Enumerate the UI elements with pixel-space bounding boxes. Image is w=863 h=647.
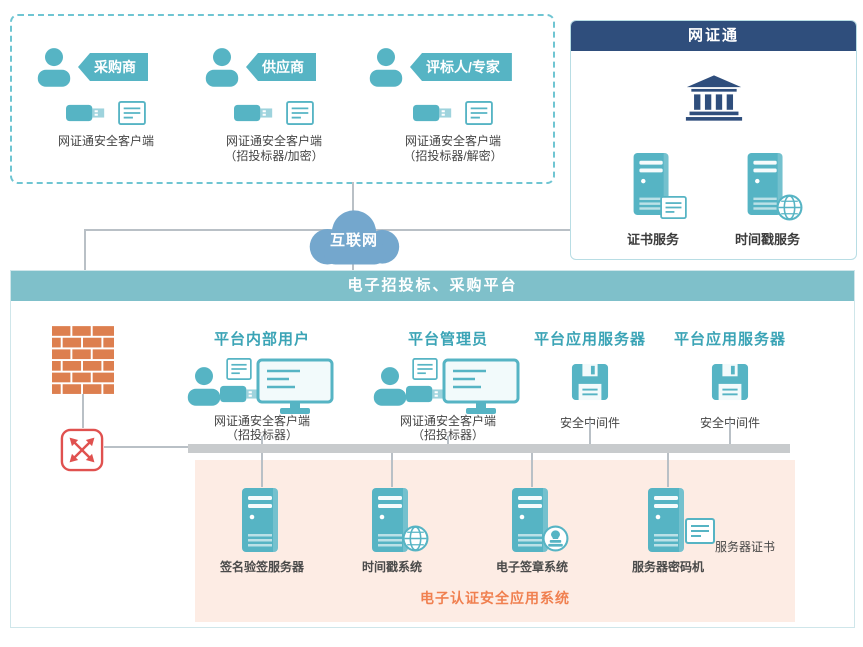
clients-zone: 采购商 网证通安全客户端 供应商 网证通安全客户端 （招投标器/加 — [10, 14, 555, 184]
person-icon — [186, 366, 222, 406]
router-icon — [60, 428, 104, 472]
person-icon — [372, 366, 408, 406]
platform-admin-client-line1: 网证通安全客户端 — [399, 414, 496, 428]
platform-admin-header: 平台管理员 — [407, 331, 488, 348]
usb-key-icon — [406, 384, 446, 404]
backend-zone: 签名验签服务器 时间戳系统 电子签章系统 服务器密码机 服务器证书 电子认证安全… — [195, 460, 795, 622]
connector-bus-to-s3 — [531, 453, 533, 487]
netca-title: 网证通 — [571, 21, 856, 51]
timestamp-system: 时间戳系统 — [327, 486, 457, 575]
middleware-disk-icon — [571, 363, 609, 401]
firewall-icon — [52, 326, 114, 396]
person-icon — [368, 47, 404, 87]
actor-supplier: 供应商 网证通安全客户端 （招投标器/加密） — [204, 46, 344, 164]
actor-evaluator-label: 评标人/专家 — [410, 53, 512, 81]
cipher-machine-label: 服务器密码机 — [631, 560, 704, 574]
globe-icon — [402, 525, 429, 552]
signature-server-label: 签名验签服务器 — [219, 560, 304, 574]
actor-evaluator: 评标人/专家 网证通安全客户端 （招投标器/解密） — [368, 46, 538, 164]
internet-label: 互联网 — [329, 232, 378, 249]
actor-supplier-client-line1: 网证通安全客户端 — [225, 134, 322, 148]
connector-col2-to-bus — [447, 436, 449, 444]
certificate-card-icon — [118, 101, 146, 125]
connector-bus-to-s2 — [391, 453, 393, 487]
eseal-system: 电子签章系统 — [467, 486, 597, 575]
app-server-1-header: 平台应用服务器 — [533, 331, 646, 348]
cloud-icon — [309, 210, 400, 265]
usb-key-icon — [220, 384, 260, 404]
connector-router-to-bus — [104, 446, 188, 448]
actor-evaluator-client-line1: 网证通安全客户端 — [404, 134, 501, 148]
stamp-icon — [542, 525, 569, 552]
internet-cloud: 互联网 — [298, 206, 410, 268]
connector-firewall-to-router — [82, 394, 84, 428]
connector-bus-to-s1 — [261, 453, 263, 487]
certificate-card-icon — [685, 518, 715, 544]
person-icon — [36, 47, 72, 87]
usb-key-icon — [66, 103, 106, 123]
network-bus-bar — [188, 444, 790, 453]
certificate-card-icon — [412, 358, 438, 380]
internal-users-column: 平台内部用户 网证通安全客户端 （招投标器） — [182, 328, 342, 446]
connector-internet-to-firewall — [84, 229, 86, 270]
app-server-2-header: 平台应用服务器 — [673, 331, 786, 348]
certificate-card-icon — [226, 358, 252, 380]
timestamp-system-label: 时间戳系统 — [361, 560, 422, 574]
actor-purchaser-label: 采购商 — [78, 53, 148, 81]
bank-icon — [685, 75, 743, 121]
internal-users-client-line1: 网证通安全客户端 — [213, 414, 310, 428]
middleware-disk-icon — [711, 363, 749, 401]
platform-title: 电子招投标、采购平台 — [11, 271, 854, 301]
cert-service: 证书服务 — [627, 151, 679, 248]
platform-admin-column: 平台管理员 网证通安全客户端 （招投标器） — [368, 328, 528, 446]
connector-col4-to-bus — [729, 420, 731, 444]
usb-key-icon — [413, 103, 453, 123]
eseal-system-label: 电子签章系统 — [495, 560, 568, 574]
cipher-machine: 服务器密码机 服务器证书 — [603, 486, 775, 575]
connector-col1-to-bus — [261, 436, 263, 444]
signature-server: 签名验签服务器 — [197, 486, 327, 575]
internal-users-client-line2: （招投标器） — [225, 428, 298, 442]
certificate-card-icon — [660, 196, 687, 219]
actor-purchaser: 采购商 网证通安全客户端 — [36, 46, 176, 149]
workstation-icon — [256, 358, 334, 416]
timestamp-service: 时间戳服务 — [735, 151, 800, 248]
timestamp-service-label: 时间戳服务 — [734, 232, 800, 247]
connector-col3-to-bus — [589, 420, 591, 444]
app-server-column-1: 平台应用服务器 安全中间件 — [520, 328, 660, 431]
usb-key-icon — [234, 103, 274, 123]
backend-caption: 电子认证安全应用系统 — [420, 590, 570, 606]
platform-admin-client-line2: （招投标器） — [411, 428, 484, 442]
internal-users-header: 平台内部用户 — [213, 331, 310, 348]
connector-bus-to-s4 — [667, 453, 669, 487]
server-cert-label: 服务器证书 — [715, 540, 776, 554]
cert-service-label: 证书服务 — [626, 232, 679, 247]
person-icon — [204, 47, 240, 87]
server-icon — [239, 486, 285, 554]
app-server-column-2: 平台应用服务器 安全中间件 — [660, 328, 800, 431]
workstation-icon — [442, 358, 520, 416]
actor-evaluator-client-line2: （招投标器/解密） — [403, 149, 503, 163]
certificate-card-icon — [286, 101, 314, 125]
globe-icon — [776, 194, 803, 221]
netca-box: 网证通 证书服务 时间戳服务 — [570, 20, 857, 260]
actor-supplier-client-line2: （招投标器/加密） — [224, 149, 324, 163]
certificate-card-icon — [465, 101, 493, 125]
actor-purchaser-client-line1: 网证通安全客户端 — [57, 134, 154, 148]
actor-supplier-label: 供应商 — [246, 53, 316, 81]
